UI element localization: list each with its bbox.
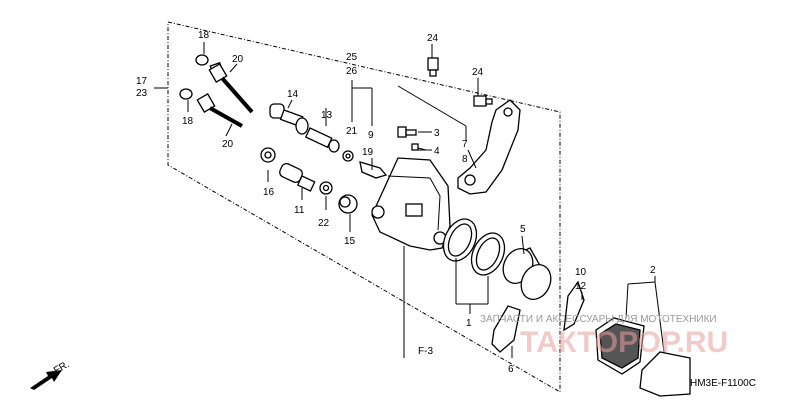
label-part-20-upper: 20 (232, 54, 244, 65)
part-2-brake-pads (595, 317, 691, 397)
label-part-23: 23 (136, 88, 148, 99)
label-part-24-lower: 24 (472, 67, 484, 78)
front-direction-arrow-icon (30, 370, 62, 390)
label-part-24-upper: 24 (427, 33, 439, 44)
label-part-9: 9 (368, 130, 374, 141)
part-16-nut (260, 147, 276, 163)
part-24-upper-bolt (427, 57, 439, 77)
watermark-text: ЗАПЧАСТИ И АКСЕССУАРЫ ДЛЯ МОТОТЕХНИКИ (480, 314, 717, 325)
label-part-2: 2 (650, 265, 656, 276)
part-20-lower-pin (196, 93, 243, 128)
label-part-20-lower: 20 (222, 139, 234, 150)
label-part-19: 19 (362, 147, 374, 158)
part-20-upper-pin (208, 63, 254, 114)
label-part-25: 25 (346, 52, 358, 63)
label-part-26: 26 (346, 66, 358, 77)
label-part-18-upper: 18 (198, 30, 210, 41)
part-15-boot (338, 194, 358, 214)
part-21-bleeder (342, 150, 354, 162)
part-11-pin (279, 162, 316, 192)
watermark-logo: ТАКТОРОР.RU (520, 326, 728, 359)
part-10-12-pad-clip (563, 280, 585, 332)
label-part-17: 17 (136, 76, 148, 87)
part-1-piston-seals (442, 218, 506, 276)
label-part-1: 1 (466, 318, 472, 329)
label-part-7: 7 (462, 139, 468, 150)
leader-lines (187, 42, 665, 358)
part-3-4-bleeder-cap (397, 126, 427, 151)
part-5-piston (502, 247, 552, 301)
label-part-21: 21 (346, 126, 358, 137)
label-part-5: 5 (520, 224, 526, 235)
label-part-4: 4 (434, 146, 440, 157)
diagram-code: HM3E-F1100C (690, 378, 756, 389)
part-7-8-bracket (457, 99, 521, 195)
label-ref-f3: F-3 (418, 346, 433, 357)
label-part-11: 11 (294, 205, 305, 216)
label-part-6: 6 (508, 364, 514, 375)
part-13-sleeve (304, 127, 340, 153)
label-part-12: 12 (575, 281, 587, 292)
label-part-16: 16 (263, 187, 275, 198)
label-part-13: 13 (321, 110, 333, 121)
label-part-22: 22 (318, 218, 330, 229)
label-front-direction: FR. (52, 359, 71, 377)
label-part-15: 15 (344, 236, 356, 247)
part-6-pad-spring (491, 305, 521, 353)
label-part-10: 10 (575, 267, 587, 278)
label-part-18-lower: 18 (182, 116, 194, 127)
part-18-lower-bushing (179, 88, 193, 100)
part-22-washer (319, 181, 333, 195)
part-24-lower-bolt (473, 95, 493, 107)
label-part-3: 3 (434, 128, 440, 139)
part-14-bolt (269, 103, 309, 135)
label-part-14: 14 (287, 89, 299, 100)
part-19-clip (359, 161, 388, 179)
assembly-outline (167, 21, 561, 393)
label-part-8: 8 (462, 154, 468, 165)
